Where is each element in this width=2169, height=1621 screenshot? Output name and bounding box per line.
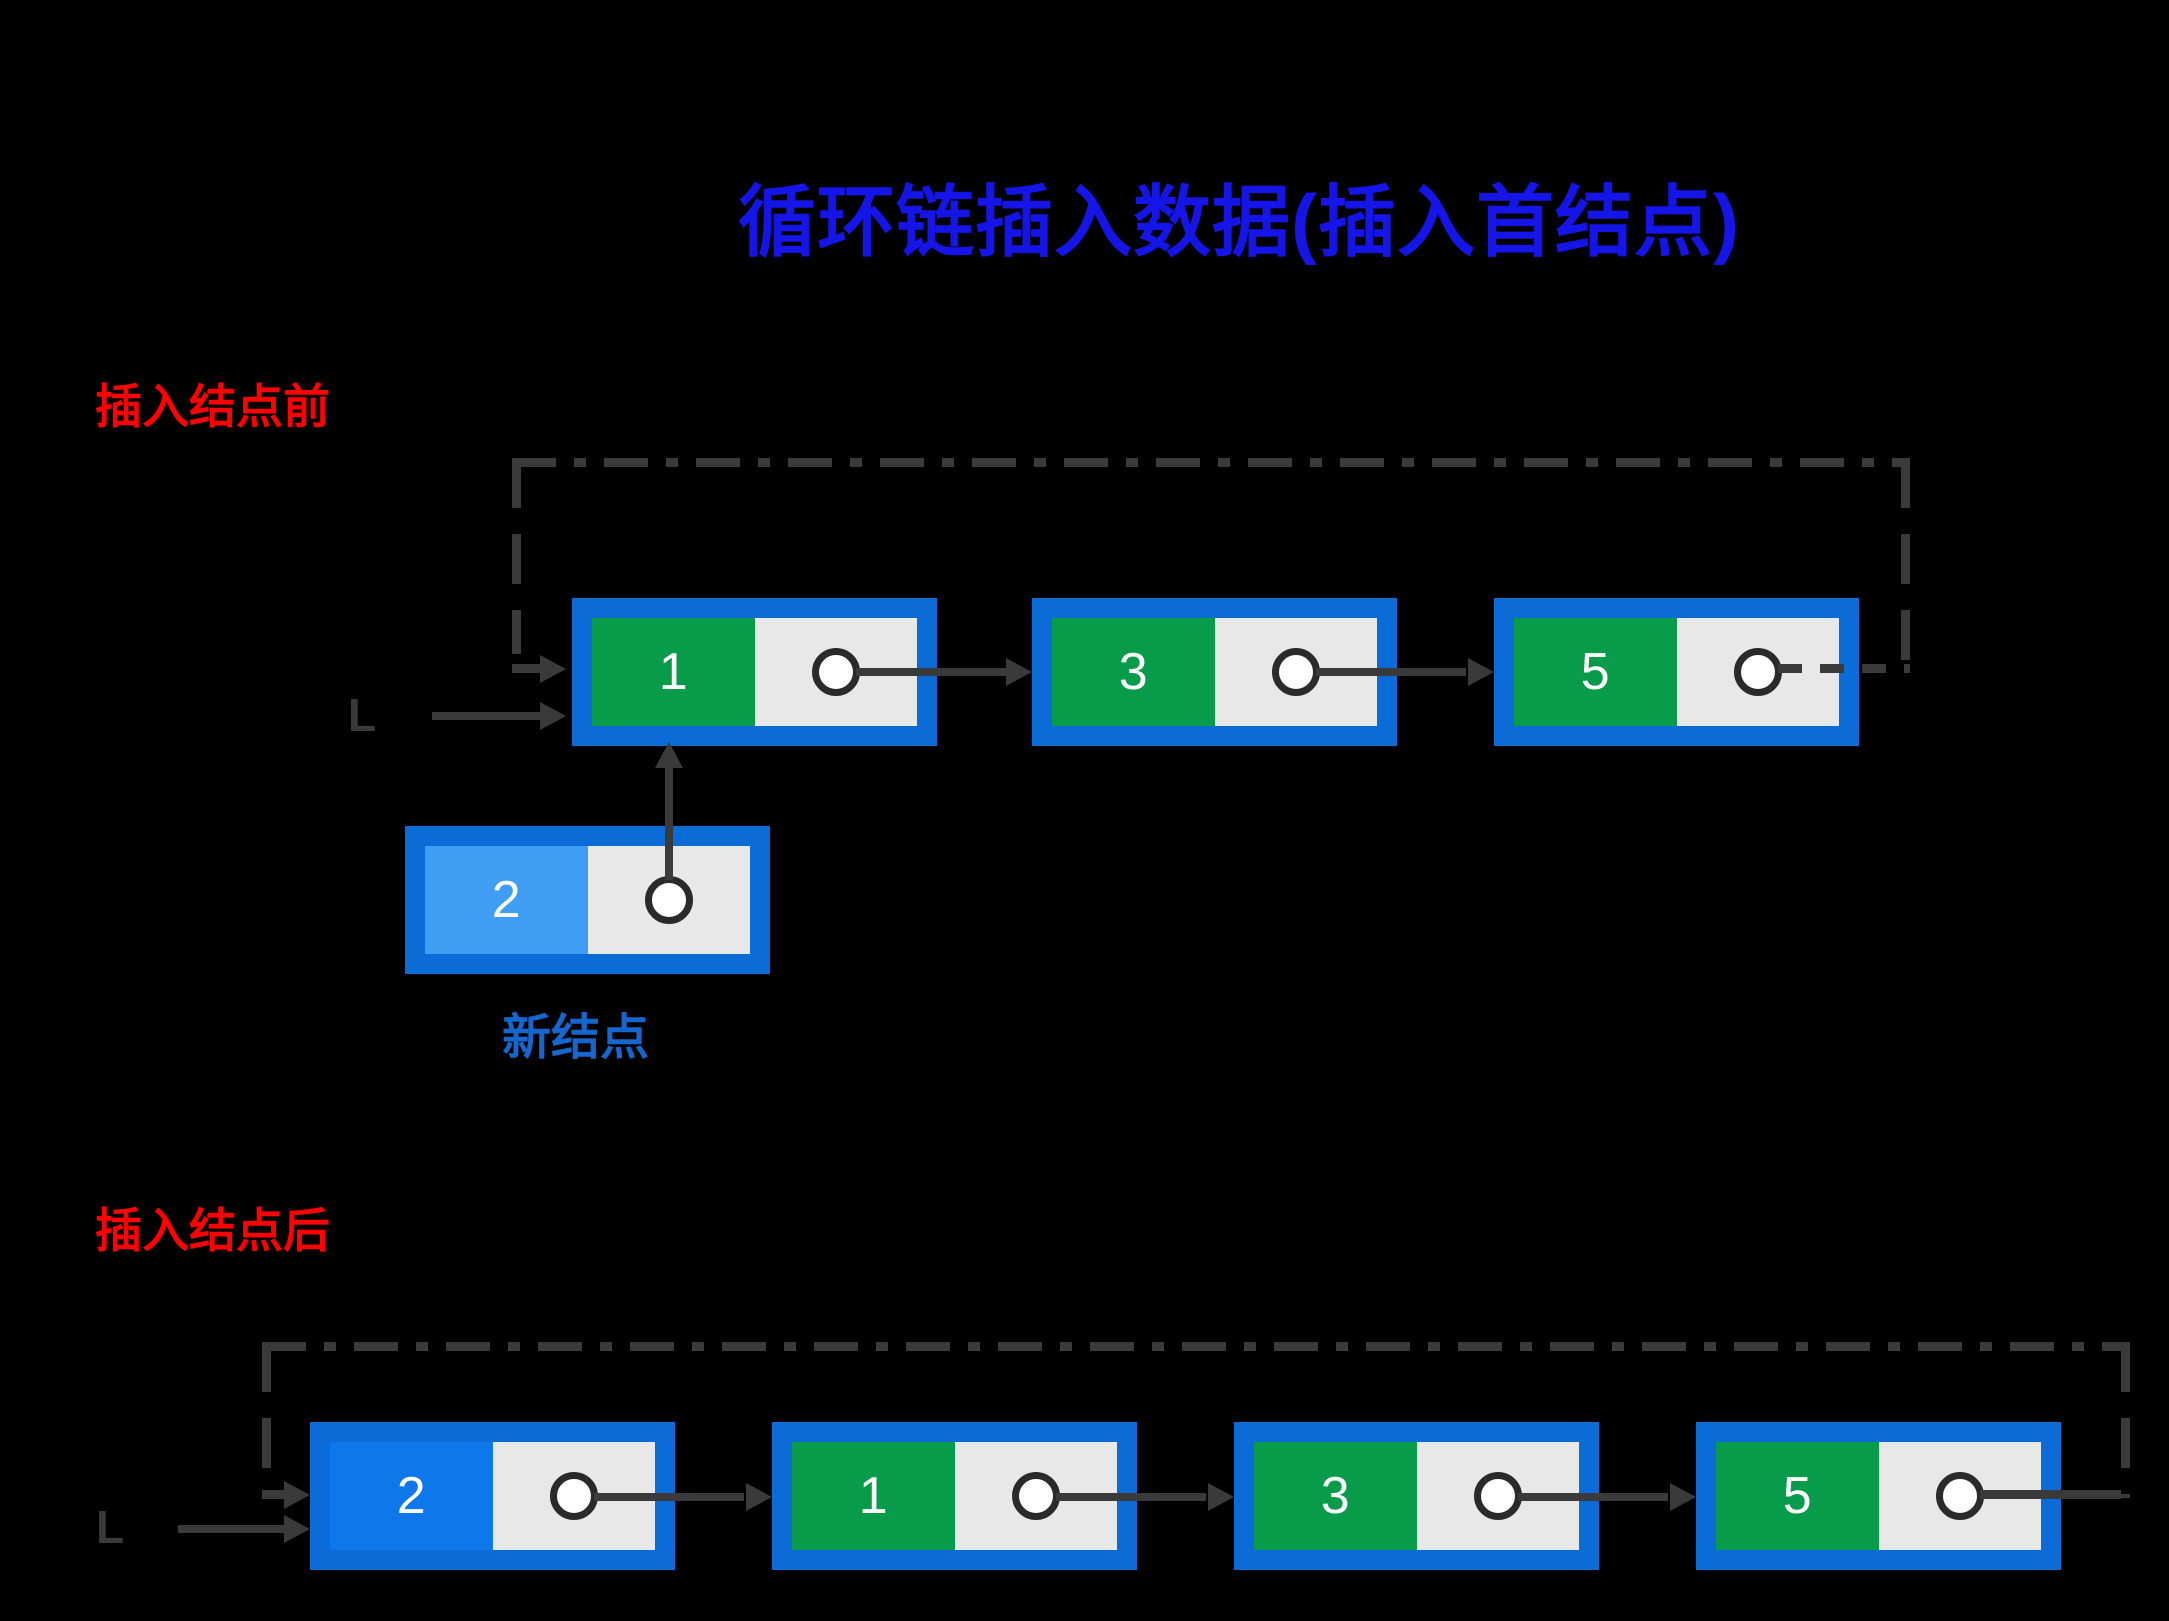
- pointer-circle-icon: [1271, 648, 1320, 696]
- pointer-circle-icon: [811, 648, 860, 696]
- head-pointer-line: [432, 712, 544, 720]
- node-5-data-cell: 5: [1514, 618, 1677, 726]
- node-2-data-cell: 2: [330, 1442, 493, 1550]
- head-pointer-label: L: [96, 1501, 125, 1553]
- node-5: 5: [1494, 598, 1859, 746]
- pointer-circle-icon: [549, 1472, 598, 1520]
- circular-link-right-line: [1901, 458, 1910, 668]
- next-arrow-line: [1518, 1493, 1668, 1501]
- pointer-circle-icon: [1011, 1472, 1060, 1520]
- circular-link-left-line: [262, 1342, 271, 1494]
- new-node-arrowhead-icon: [655, 742, 683, 768]
- circular-link-right-line: [2121, 1342, 2130, 1498]
- head-pointer-label: L: [348, 689, 377, 741]
- node-3-data-cell: 3: [1052, 618, 1215, 726]
- next-arrowhead-icon: [1006, 658, 1032, 686]
- head-pointer-line: [178, 1525, 284, 1533]
- new-node-2: 2: [405, 826, 770, 974]
- head-pointer-arrowhead-icon: [284, 1515, 310, 1543]
- circular-link-arrowhead-icon: [540, 655, 566, 683]
- circular-link-top-line: [512, 458, 1910, 467]
- next-arrowhead-icon: [1468, 658, 1494, 686]
- pointer-circle-icon: [1733, 648, 1782, 696]
- next-arrow-line: [594, 1493, 744, 1501]
- page-title: 循环链插入数据(插入首结点): [738, 178, 1740, 266]
- next-arrow-line: [856, 668, 1006, 676]
- next-arrow-line: [1316, 668, 1466, 676]
- node-1: 1: [772, 1422, 1137, 1570]
- pointer-circle-icon: [1935, 1472, 1984, 1520]
- node-1-data-cell: 1: [792, 1442, 955, 1550]
- next-arrowhead-icon: [746, 1483, 772, 1511]
- head-pointer-arrowhead-icon: [540, 702, 566, 730]
- circular-link-stub-line: [262, 1490, 286, 1499]
- node-1-pointer-cell: [954, 1442, 1117, 1550]
- section-before-label: 插入结点前: [95, 380, 330, 433]
- node5-next-line: [1980, 1490, 2121, 1499]
- node-1: 1: [572, 598, 937, 746]
- node-3-pointer-cell: [1416, 1442, 1579, 1550]
- section-after-label: 插入结点后: [95, 1204, 330, 1257]
- next-arrow-line: [1056, 1493, 1206, 1501]
- new-node-2-data-cell: 2: [425, 846, 588, 954]
- circular-link-top-line: [262, 1342, 2130, 1351]
- new-node-next-line: [665, 752, 673, 880]
- node-3-data-cell: 3: [1254, 1442, 1417, 1550]
- next-arrowhead-icon: [1208, 1483, 1234, 1511]
- node-3-pointer-cell: [1214, 618, 1377, 726]
- pointer-circle-icon: [1473, 1472, 1522, 1520]
- node-5-data-cell: 5: [1716, 1442, 1879, 1550]
- node-3: 3: [1032, 598, 1397, 746]
- next-arrowhead-icon: [1670, 1483, 1696, 1511]
- circular-link-arrowhead-icon: [284, 1481, 310, 1509]
- node5-next-dashed-line: [1778, 664, 1910, 673]
- pointer-circle-icon: [644, 876, 693, 924]
- circular-link-stub-line: [512, 664, 546, 673]
- circular-link-left-line: [512, 458, 521, 654]
- new-node-caption: 新结点: [502, 1011, 650, 1065]
- node-1-data-cell: 1: [592, 618, 755, 726]
